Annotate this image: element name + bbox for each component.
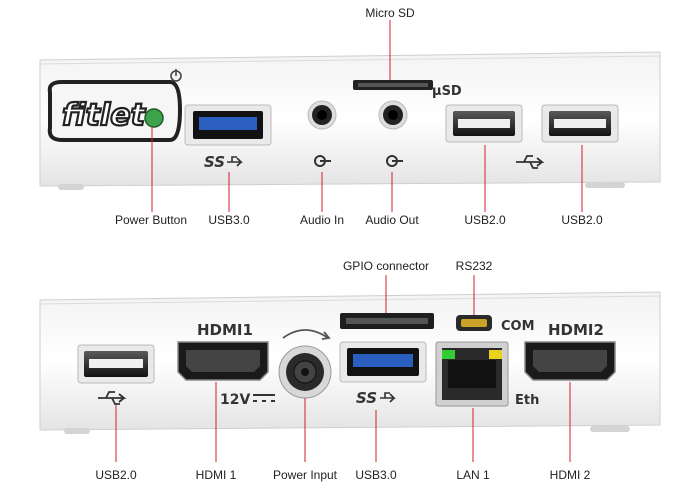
microphone-icon xyxy=(314,155,331,167)
rear-callout-lines xyxy=(115,275,571,462)
usb3-port-rear: SS xyxy=(339,341,427,407)
front-panel: fitlet SS xyxy=(39,20,661,212)
callout-audio-out: Audio Out xyxy=(365,213,419,227)
fitlet-logo-power-button: fitlet xyxy=(47,69,183,142)
audio-in-jack xyxy=(307,100,337,167)
power-led[interactable] xyxy=(144,108,164,128)
lan-link-led xyxy=(442,350,455,359)
microsd-slot: µSD xyxy=(353,80,462,99)
hdmi1-mark: HDMI1 xyxy=(197,321,253,339)
hdmi2-mark: HDMI2 xyxy=(548,321,604,339)
callout-usb2-front-1: USB2.0 xyxy=(464,213,506,227)
power-input-jack xyxy=(278,329,332,399)
callout-power-input: Power Input xyxy=(272,468,338,482)
usb3-port-front: SS xyxy=(184,104,272,171)
usb2-port-rear xyxy=(77,344,155,405)
callout-usb3-front: USB3.0 xyxy=(208,213,250,227)
headphone-icon xyxy=(386,155,403,167)
front-callout-lines xyxy=(151,20,583,212)
voltage-mark: 12V xyxy=(220,392,250,408)
callout-hdmi1: HDMI 1 xyxy=(195,468,237,482)
rs232-label: RS232 xyxy=(455,259,493,273)
superspeed-usb-icon: SS xyxy=(356,389,377,407)
gpio-connector-label: GPIO connector xyxy=(342,259,430,273)
lan-port: Eth xyxy=(435,341,539,408)
com-mark: COM xyxy=(501,319,535,334)
gpio-connector xyxy=(340,313,434,329)
callout-lan1: LAN 1 xyxy=(456,468,490,482)
rear-panel: HDMI1 12V SS xyxy=(39,275,661,462)
callout-hdmi2: HDMI 2 xyxy=(549,468,591,482)
eth-mark: Eth xyxy=(515,393,539,408)
callout-usb2-front-2: USB2.0 xyxy=(561,213,603,227)
microsd-mark: µSD xyxy=(432,84,462,99)
usb2-port-front-2 xyxy=(541,104,619,143)
callout-audio-in: Audio In xyxy=(299,213,345,227)
callout-usb2-rear: USB2.0 xyxy=(95,468,137,482)
lan-activity-led xyxy=(489,350,502,359)
hdmi2-port: HDMI2 xyxy=(524,321,616,381)
callout-power-button: Power Button xyxy=(114,213,188,227)
rs232-com-port: COM xyxy=(456,315,535,334)
fitlet-logo: fitlet xyxy=(62,98,147,133)
callout-usb3-rear: USB3.0 xyxy=(355,468,397,482)
hdmi1-port: HDMI1 12V xyxy=(177,321,275,408)
microsd-label: Micro SD xyxy=(365,6,415,20)
usb-icon xyxy=(516,155,545,169)
superspeed-usb-icon: SS xyxy=(204,153,225,171)
power-icon xyxy=(170,69,182,82)
usb2-port-front-1 xyxy=(445,104,523,143)
audio-out-jack xyxy=(378,100,408,167)
usb-icon xyxy=(98,391,127,405)
